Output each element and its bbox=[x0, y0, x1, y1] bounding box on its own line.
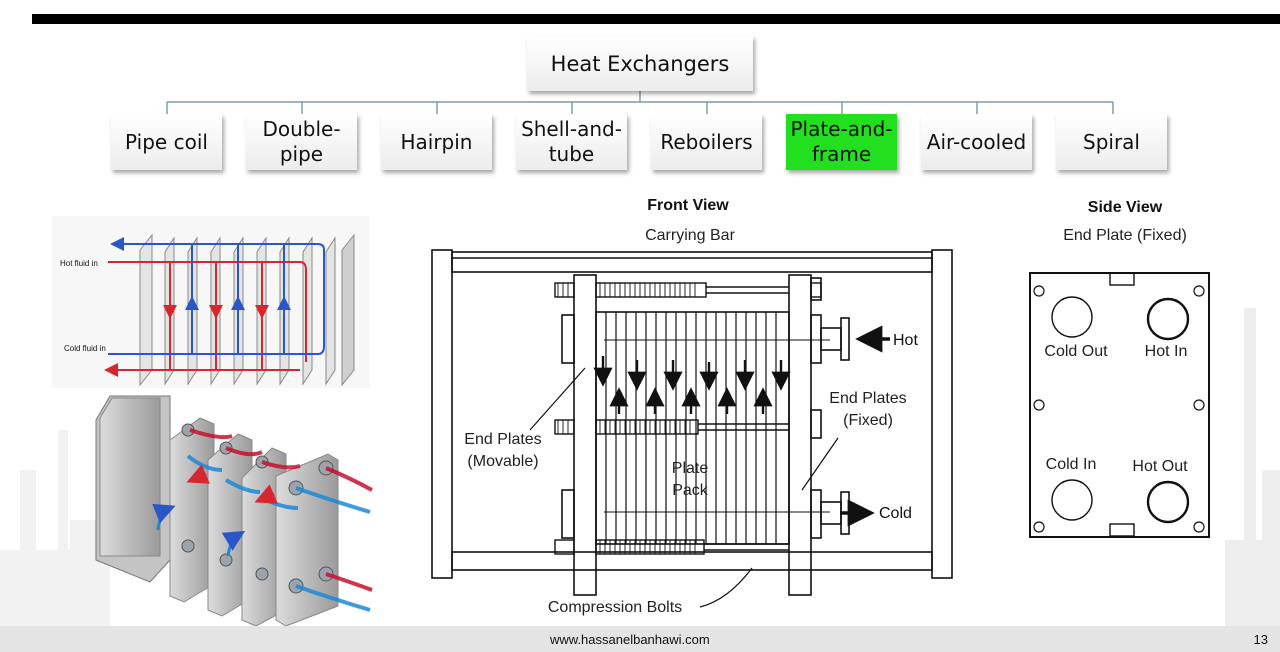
hot-fluid-in-label: Hot fluid in bbox=[60, 259, 98, 268]
category-label: Plate-and- frame bbox=[790, 117, 893, 166]
cold-out-label: Cold Out bbox=[1044, 343, 1108, 360]
root-node-heat-exchangers: Heat Exchangers bbox=[527, 36, 753, 91]
diagram-canvas: Hot fluid in Cold fluid in bbox=[0, 197, 1280, 626]
category-label: Air-cooled bbox=[926, 129, 1027, 154]
category-label: Double- pipe bbox=[262, 117, 341, 166]
carrying-bar-label: Carrying Bar bbox=[645, 227, 735, 244]
background-silhouette-right bbox=[1225, 308, 1280, 626]
background-silhouette-left bbox=[0, 430, 110, 626]
plate-pack-label-line2: Pack bbox=[672, 482, 709, 499]
hot-fluid-path bbox=[104, 261, 307, 377]
category-plate-and-frame: Plate-and- frame bbox=[786, 114, 897, 170]
side-view-drawing bbox=[1029, 272, 1210, 538]
category-shell-and-tube: Shell-and- tube bbox=[516, 114, 627, 170]
top-rule bbox=[32, 14, 1280, 24]
flow-direction-arrows bbox=[152, 464, 278, 557]
category-hairpin: Hairpin bbox=[381, 114, 492, 170]
category-label: Shell-and- tube bbox=[521, 117, 622, 166]
hot-in-label: Hot In bbox=[1145, 343, 1188, 360]
category-spiral: Spiral bbox=[1056, 114, 1167, 170]
front-view-drawing bbox=[431, 249, 953, 596]
category-label: Hairpin bbox=[400, 129, 473, 154]
end-plates-movable-label-line2: (Movable) bbox=[467, 453, 538, 470]
hot-nozzle bbox=[820, 317, 850, 361]
compression-bolts-label: Compression Bolts bbox=[548, 599, 682, 616]
hot-flow-streams bbox=[189, 428, 373, 592]
category-label: Spiral bbox=[1083, 129, 1140, 154]
category-double-pipe: Double- pipe bbox=[246, 114, 357, 170]
label-leader-lines bbox=[529, 367, 839, 608]
category-reboilers: Reboilers bbox=[651, 114, 762, 170]
end-plates-movable-label-line1: End Plates bbox=[464, 431, 541, 448]
plate-exchanger-3d-illustration bbox=[95, 395, 373, 626]
plate-pack-flow-arrows bbox=[593, 356, 791, 414]
front-view-title: Front View bbox=[647, 197, 729, 214]
category-air-cooled: Air-cooled bbox=[921, 114, 1032, 170]
compression-bolts bbox=[554, 282, 822, 555]
category-pipe-coil: Pipe coil bbox=[111, 114, 222, 170]
side-view-title: Side View bbox=[1088, 199, 1163, 216]
category-label: Pipe coil bbox=[125, 129, 208, 154]
end-plates-fixed-label-line1: End Plates bbox=[829, 390, 906, 407]
hot-out-label: Hot Out bbox=[1132, 458, 1188, 475]
category-label: Reboilers bbox=[660, 129, 753, 154]
footer-band bbox=[0, 626, 1280, 652]
cold-fluid-in-label: Cold fluid in bbox=[64, 344, 106, 353]
end-plates-fixed-label-line2: (Fixed) bbox=[843, 412, 893, 429]
side-view-subtitle: End Plate (Fixed) bbox=[1063, 227, 1187, 244]
hot-label: Hot bbox=[893, 332, 918, 349]
cold-label: Cold bbox=[879, 505, 912, 522]
cold-fluid-path bbox=[108, 237, 325, 355]
flow-schematic: Hot fluid in Cold fluid in bbox=[52, 216, 370, 388]
plate-pack-label-line1: Plate bbox=[672, 460, 709, 477]
page-number: 13 bbox=[1253, 632, 1268, 647]
port-circles bbox=[181, 423, 334, 594]
footer-url: www.hassanelbanhawi.com bbox=[550, 632, 710, 647]
hierarchy-connectors bbox=[166, 91, 1114, 114]
cold-in-label: Cold In bbox=[1046, 456, 1097, 473]
